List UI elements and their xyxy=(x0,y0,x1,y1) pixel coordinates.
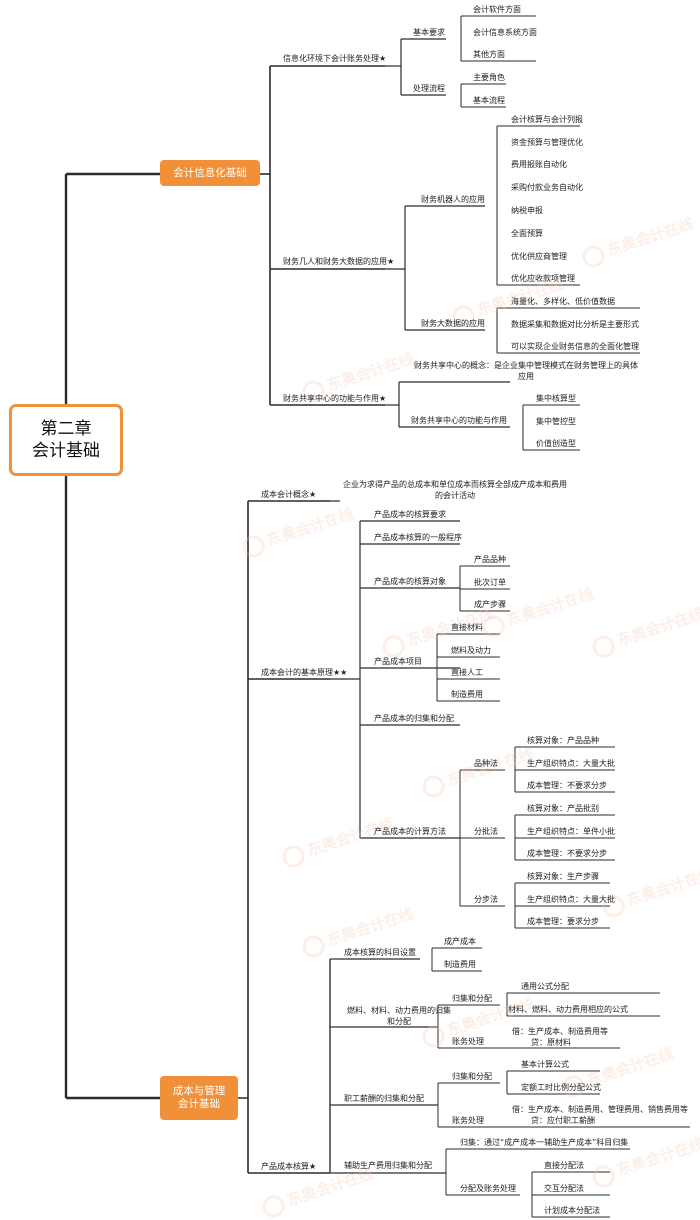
subtopic-payroll-collection[interactable]: 归集和分配 xyxy=(452,1072,492,1081)
detail-debit-production[interactable]: 借：生产成本、制造费用等 xyxy=(512,1027,608,1036)
method-variety[interactable]: 品种法 xyxy=(474,759,498,768)
item-cost-allocation[interactable]: 产品成本的归集和分配 xyxy=(374,714,454,723)
method-direct-allocation[interactable]: 直接分配法 xyxy=(544,1161,584,1170)
item-fund-budget[interactable]: 资金预算与管理优化 xyxy=(511,138,583,147)
subtopic-payroll-entries[interactable]: 账务处理 xyxy=(452,1116,484,1125)
subtopic-finance-big-data[interactable]: 财务大数据的应用 xyxy=(421,319,485,328)
subtopic-costing-objects[interactable]: 产品成本的核算对象 xyxy=(374,577,446,586)
topic-cost-accounting-principles[interactable]: 成本会计的基本原理★★ xyxy=(261,668,348,677)
detail-batch-organization[interactable]: 生产组织特点：单件小批 xyxy=(527,827,615,836)
item-purchase-payment[interactable]: 采购付款业务自动化 xyxy=(511,183,583,192)
item-manufacturing-overhead[interactable]: 制造费用 xyxy=(451,690,483,699)
method-batch[interactable]: 分批法 xyxy=(474,827,498,836)
subtopic-cost-items[interactable]: 产品成本项目 xyxy=(374,657,422,666)
item-data-analysis[interactable]: 数据采集和数据对比分析是主要形式 xyxy=(511,320,639,329)
undefined[interactable]: 集中管控型 xyxy=(536,417,576,426)
item-tax-filing[interactable]: 纳税申报 xyxy=(511,206,543,215)
method-planned-cost[interactable]: 计划成本分配法 xyxy=(544,1206,600,1215)
branch-cost-management-accounting[interactable]: 成本与管理 会计基础 xyxy=(160,1076,238,1120)
item-fuel-power[interactable]: 燃料及动力 xyxy=(451,646,491,655)
detail-debit-expenses[interactable]: 借：生产成本、制造费用、管理费用、销售费用等 xyxy=(512,1105,688,1114)
detail-credit-payroll[interactable]: 贷：应付职工薪酬 xyxy=(531,1116,595,1125)
item-batch-order[interactable]: 批次订单 xyxy=(474,578,506,587)
chapter-name: 会计基础 xyxy=(32,441,100,461)
method-reciprocal-allocation[interactable]: 交互分配法 xyxy=(544,1184,584,1193)
item-direct-material[interactable]: 直接材料 xyxy=(451,623,483,632)
subtopic-account-setup[interactable]: 成本核算的科目设置 xyxy=(344,948,416,957)
method-step[interactable]: 分步法 xyxy=(474,895,498,904)
item-product-variety[interactable]: 产品品种 xyxy=(474,555,506,564)
item-massive-data[interactable]: 海量化、多样化、低价值数据 xyxy=(511,297,615,306)
topic-cost-accounting-concept[interactable]: 成本会计概念★ xyxy=(261,490,317,499)
item-accounting-info-system[interactable]: 会计信息系统方面 xyxy=(473,28,537,37)
item-comprehensive-budget[interactable]: 全面预算 xyxy=(511,229,543,238)
chapter-number: 第二章 xyxy=(40,419,92,439)
item-supplier-management[interactable]: 优化供应商管理 xyxy=(511,252,567,261)
subtopic-finance-robot[interactable]: 财务机器人的应用 xyxy=(421,195,485,204)
detail-quota-formula[interactable]: 定额工时比例分配公式 xyxy=(521,1083,601,1092)
detail-material-formula[interactable]: 材料、燃料、动力费用相应的公式 xyxy=(508,1005,628,1014)
item-basic-process[interactable]: 基本流程 xyxy=(473,96,505,105)
undefined[interactable]: 企业为求得产品的总成本和单位成本而核算全部成产成本和费用的会计活动 xyxy=(343,480,567,500)
item-expense-automation[interactable]: 费用报账自动化 xyxy=(511,160,567,169)
detail-step-management[interactable]: 成本管理：要求分步 xyxy=(527,917,599,926)
item-production-cost[interactable]: 成产成本 xyxy=(444,937,476,946)
item-costing-procedure[interactable]: 产品成本核算的一般程序 xyxy=(374,533,462,542)
detail-batch-object[interactable]: 核算对象：产品批别 xyxy=(527,804,599,813)
detail-step-object[interactable]: 核算对象：生产步骤 xyxy=(527,872,599,881)
undefined[interactable]: 财务共享中心的概念：是企业集中管理模式在财务管理上的具体应用 xyxy=(414,361,638,381)
item-production-step[interactable]: 成产步骤 xyxy=(474,600,506,609)
detail-variety-object[interactable]: 核算对象：产品品种 xyxy=(527,736,599,745)
subtopic-costing-methods[interactable]: 产品成本的计算方法 xyxy=(374,827,446,836)
item-comprehensive-management[interactable]: 可以实现企业财务信息的全面化管理 xyxy=(511,342,639,351)
detail-variety-organization[interactable]: 生产组织特点：大量大批 xyxy=(527,759,615,768)
topic-finance-robot-big-data[interactable]: 财务几人和财务大数据的应用★ xyxy=(283,257,395,266)
topic-it-environment-accounting[interactable]: 信息化环境下会计账务处理★ xyxy=(283,54,387,63)
item-overhead-account[interactable]: 制造费用 xyxy=(444,960,476,969)
undefined[interactable]: 价值创造型 xyxy=(536,439,576,448)
item-main-roles[interactable]: 主要角色 xyxy=(473,73,505,82)
detail-step-organization[interactable]: 生产组织特点：大量大批 xyxy=(527,895,615,904)
undefined[interactable]: 集中核算型 xyxy=(536,394,576,403)
undefined[interactable]: 财务共享中心的功能与作用 xyxy=(411,416,507,425)
subtopic-material-collection[interactable]: 归集和分配 xyxy=(452,994,492,1003)
detail-auxiliary-collection[interactable]: 归集：通过“成产成本一辅助生产成本”科目归集 xyxy=(460,1138,629,1147)
topic-shared-service-center[interactable]: 财务共享中心的功能与作用★ xyxy=(283,394,387,403)
item-costing-requirements[interactable]: 产品成本的核算要求 xyxy=(374,510,446,519)
subtopic-auxiliary-allocation[interactable]: 分配及账务处理 xyxy=(460,1184,516,1193)
detail-basic-formula[interactable]: 基本计算公式 xyxy=(521,1060,569,1069)
item-other-aspects[interactable]: 其他方面 xyxy=(473,50,505,59)
detail-batch-management[interactable]: 成本管理：不要求分步 xyxy=(527,849,607,858)
undefined[interactable]: 燃料、材料、动力费用的归集和分配 xyxy=(347,1006,451,1026)
item-receivables-management[interactable]: 优化应收款项管理 xyxy=(511,274,575,283)
detail-general-formula[interactable]: 通用公式分配 xyxy=(521,982,569,991)
branch-accounting-informatization[interactable]: 会计信息化基础 xyxy=(160,160,260,186)
subtopic-basic-requirements[interactable]: 基本要求 xyxy=(413,28,445,37)
item-direct-labor[interactable]: 直接人工 xyxy=(451,668,483,677)
item-accounting-software[interactable]: 会计软件方面 xyxy=(473,5,521,14)
chapter-title: 第二章 会计基础 xyxy=(9,404,123,476)
detail-variety-management[interactable]: 成本管理：不要求分步 xyxy=(527,781,607,790)
subtopic-processing-flow[interactable]: 处理流程 xyxy=(413,84,445,93)
subtopic-auxiliary-production[interactable]: 辅助生产费用归集和分配 xyxy=(344,1161,432,1170)
detail-credit-material[interactable]: 贷：原材料 xyxy=(531,1038,571,1047)
subtopic-payroll-allocation[interactable]: 职工薪酬的归集和分配 xyxy=(344,1094,424,1103)
subtopic-material-entries[interactable]: 账务处理 xyxy=(452,1037,484,1046)
item-accounting-reporting[interactable]: 会计核算与会计列报 xyxy=(511,115,583,124)
topic-product-costing[interactable]: 产品成本核算★ xyxy=(261,1162,317,1171)
